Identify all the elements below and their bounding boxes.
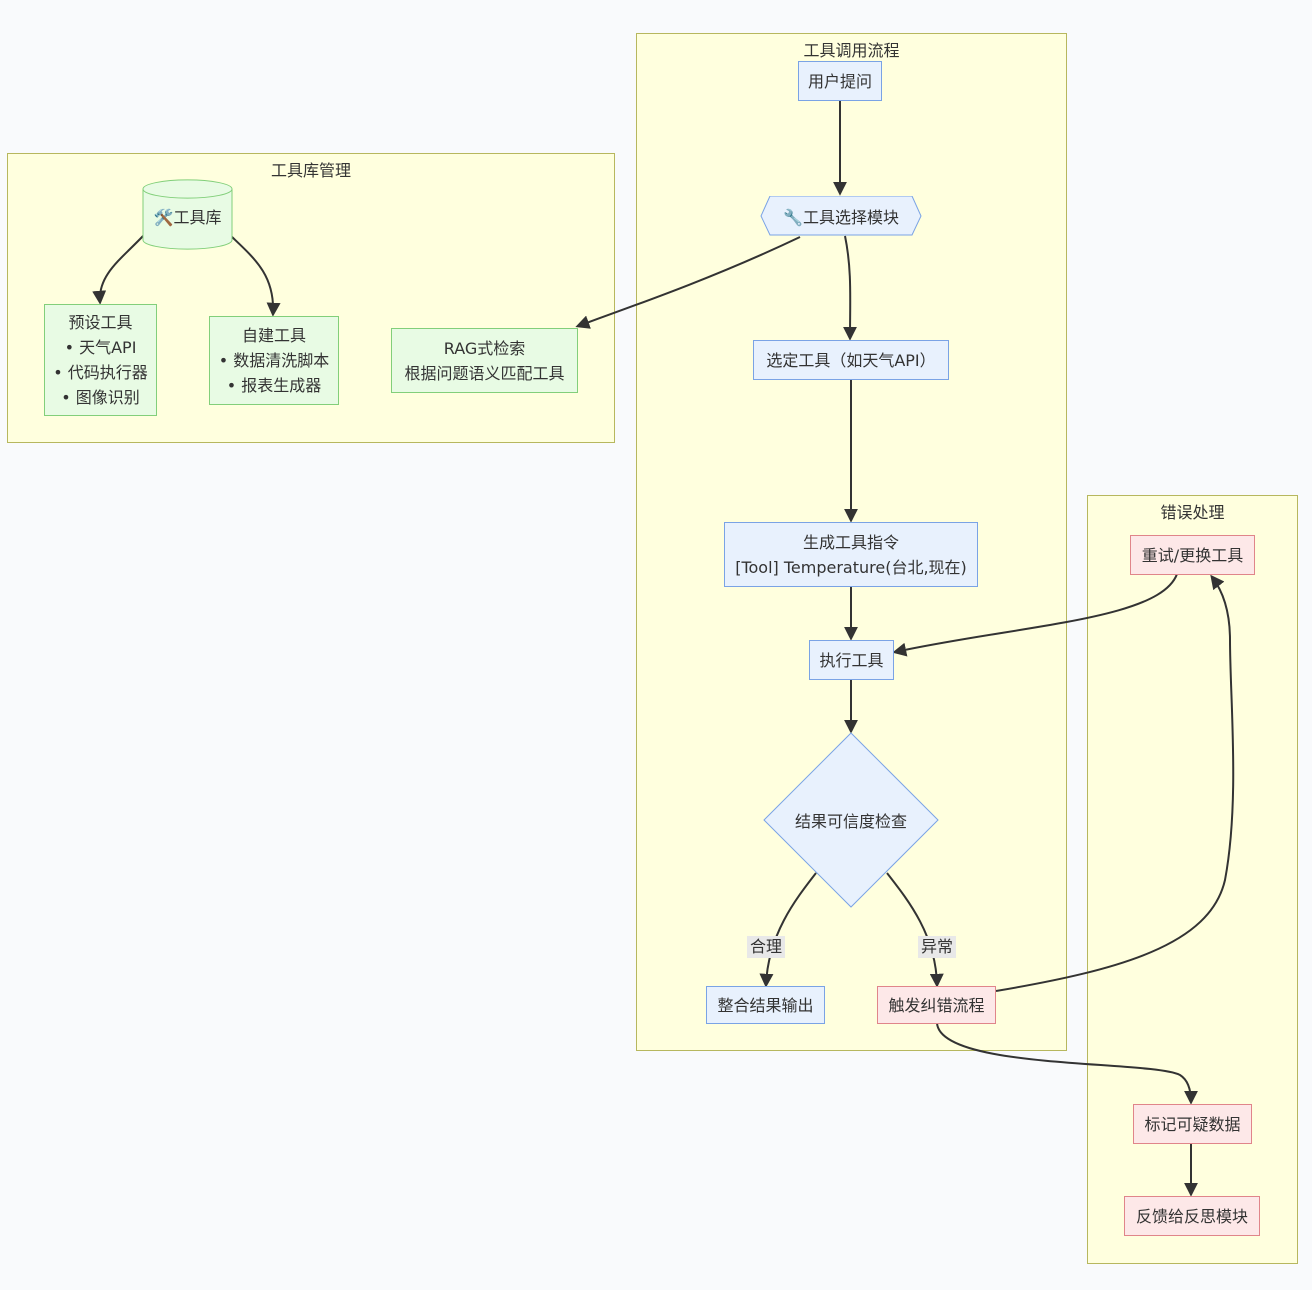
node-generate-instruction-line1: 生成工具指令 bbox=[802, 532, 899, 552]
node-custom-tools: 自建工具 • 数据清洗脚本 • 报表生成器 bbox=[209, 316, 339, 405]
edge-label-reasonable-text: 合理 bbox=[749, 937, 782, 956]
node-selected-tool: 选定工具（如天气API） bbox=[753, 340, 949, 380]
node-check-label: 结果可信度检查 bbox=[794, 812, 907, 831]
edge-library-to-preset bbox=[92, 235, 144, 305]
node-custom-tools-item-2: • 报表生成器 bbox=[226, 376, 322, 395]
cluster-title-tool-flow: 工具调用流程 bbox=[803, 41, 900, 60]
cluster-title-error-handling: 错误处理 bbox=[1160, 503, 1225, 522]
node-preset-tools-title: 预设工具 bbox=[68, 313, 133, 332]
node-retry-tool: 重试/更换工具 bbox=[1130, 535, 1255, 575]
node-check: 结果可信度检查 bbox=[763, 732, 939, 908]
node-tool-select-label: 🔧工具选择模块 bbox=[783, 208, 899, 227]
node-trigger-correction: 触发纠错流程 bbox=[877, 986, 996, 1024]
node-rag-search: RAG式检索 根据问题语义匹配工具 bbox=[391, 328, 578, 393]
node-tool-library-db-shape bbox=[142, 179, 233, 250]
node-output: 整合结果输出 bbox=[706, 986, 825, 1024]
node-execute-tool: 执行工具 bbox=[809, 640, 894, 680]
node-rag-search-desc: 根据问题语义匹配工具 bbox=[404, 363, 565, 383]
node-preset-tools-item-1: • 天气API bbox=[64, 338, 137, 357]
node-tool-library-db: 🛠️工具库 bbox=[142, 196, 233, 236]
edge-retry-to-execute bbox=[892, 573, 1178, 657]
node-user-question-label: 用户提问 bbox=[807, 71, 872, 91]
node-tool-select-shape bbox=[760, 196, 922, 236]
edge-check-to-trigger bbox=[886, 872, 944, 988]
node-execute-tool-label: 执行工具 bbox=[819, 650, 884, 670]
node-mark-suspicious-label: 标记可疑数据 bbox=[1144, 1114, 1241, 1134]
edge-label-abnormal-text: 异常 bbox=[920, 937, 953, 956]
node-custom-tools-title: 自建工具 bbox=[241, 326, 306, 345]
edge-label-abnormal: 异常 bbox=[918, 936, 956, 958]
node-output-label: 整合结果输出 bbox=[717, 995, 814, 1015]
edge-trigger-to-mark bbox=[936, 1022, 1198, 1105]
node-generate-instruction: 生成工具指令 [Tool] Temperature(台北,现在) bbox=[724, 522, 978, 587]
node-rag-search-title: RAG式检索 bbox=[443, 338, 526, 358]
node-feedback-reflection: 反馈给反思模块 bbox=[1124, 1196, 1260, 1236]
node-feedback-reflection-label: 反馈给反思模块 bbox=[1135, 1206, 1248, 1226]
node-check-shape bbox=[763, 732, 939, 908]
node-user-question: 用户提问 bbox=[798, 61, 882, 101]
node-tool-select: 🔧工具选择模块 bbox=[760, 196, 922, 236]
node-selected-tool-label: 选定工具（如天气API） bbox=[766, 350, 936, 370]
node-preset-tools-item-2: • 代码执行器 bbox=[53, 363, 148, 382]
node-mark-suspicious: 标记可疑数据 bbox=[1133, 1104, 1252, 1144]
edge-label-reasonable: 合理 bbox=[747, 936, 785, 958]
edge-library-to-custom bbox=[230, 235, 281, 317]
node-trigger-correction-label: 触发纠错流程 bbox=[888, 995, 985, 1015]
node-retry-tool-label: 重试/更换工具 bbox=[1141, 545, 1244, 565]
edge-trigger-to-retry bbox=[995, 574, 1235, 992]
cluster-title-tool-library: 工具库管理 bbox=[270, 161, 351, 180]
node-tool-library-db-label: 🛠️工具库 bbox=[153, 208, 222, 227]
node-preset-tools-item-3: • 图像识别 bbox=[61, 388, 140, 407]
node-custom-tools-item-1: • 数据清洗脚本 bbox=[218, 351, 330, 370]
edge-select-to-selected bbox=[843, 235, 858, 341]
node-generate-instruction-line2: [Tool] Temperature(台北,现在) bbox=[735, 557, 967, 577]
edge-check-to-output bbox=[759, 872, 817, 988]
node-preset-tools: 预设工具 • 天气API • 代码执行器 • 图像识别 bbox=[44, 304, 157, 416]
edge-select-to-rag bbox=[575, 236, 801, 329]
